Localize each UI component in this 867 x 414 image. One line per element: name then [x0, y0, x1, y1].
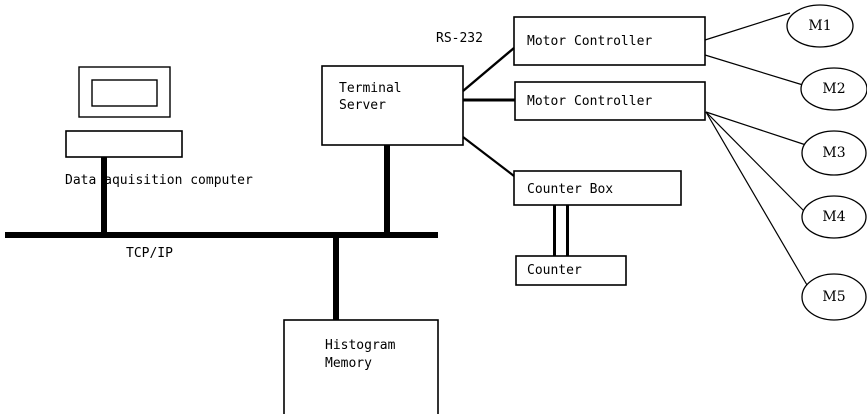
- motor-m3-label: M3: [822, 145, 846, 161]
- computer-bus-stem: [101, 157, 107, 236]
- counter-ribbon-right: [566, 205, 569, 256]
- terminal-server-box: [321, 65, 464, 146]
- link-motor-controller-1-to-m2: [704, 54, 804, 86]
- motor-m5-ellipse: [801, 273, 867, 321]
- motor-m4-label: M4: [822, 209, 846, 225]
- counter-box: [515, 255, 627, 286]
- terminal-server-bus-stem: [384, 145, 390, 236]
- motor-m2-label: M2: [822, 81, 846, 97]
- data-acquisition-computer-caption: Data aquisition computer: [65, 173, 253, 188]
- tcpip-link-label: TCP/IP: [126, 246, 173, 261]
- link-terminal-server-to-motor-controller-1: [462, 47, 515, 92]
- counter-ribbon-left: [553, 205, 556, 256]
- rs232-link-label: RS-232: [436, 31, 483, 46]
- motor-m1-ellipse: [786, 4, 854, 48]
- computer-chassis: [65, 130, 183, 158]
- motor-controller-2-box: [514, 81, 706, 121]
- link-motor-controller-1-to-m1: [704, 12, 791, 41]
- motor-m2-ellipse: [800, 67, 867, 111]
- tcpip-bus-line: [5, 232, 438, 238]
- motor-m4-ellipse: [801, 195, 867, 239]
- link-motor-controller-2-to-m3: [705, 111, 807, 146]
- link-motor-controller-2-to-m5: [705, 111, 808, 286]
- monitor-screen: [91, 79, 158, 107]
- motor-m1-label: M1: [808, 18, 832, 34]
- link-motor-controller-2-to-m4: [705, 111, 806, 213]
- motor-controller-1-box: [513, 16, 706, 66]
- histogram-memory-box: [283, 319, 439, 414]
- counter-box-box: [513, 170, 682, 206]
- histogram-memory-bus-stem: [333, 234, 339, 322]
- motor-m5-label: M5: [822, 289, 846, 305]
- link-terminal-server-to-counter-box: [462, 136, 515, 177]
- motor-m3-ellipse: [801, 130, 867, 176]
